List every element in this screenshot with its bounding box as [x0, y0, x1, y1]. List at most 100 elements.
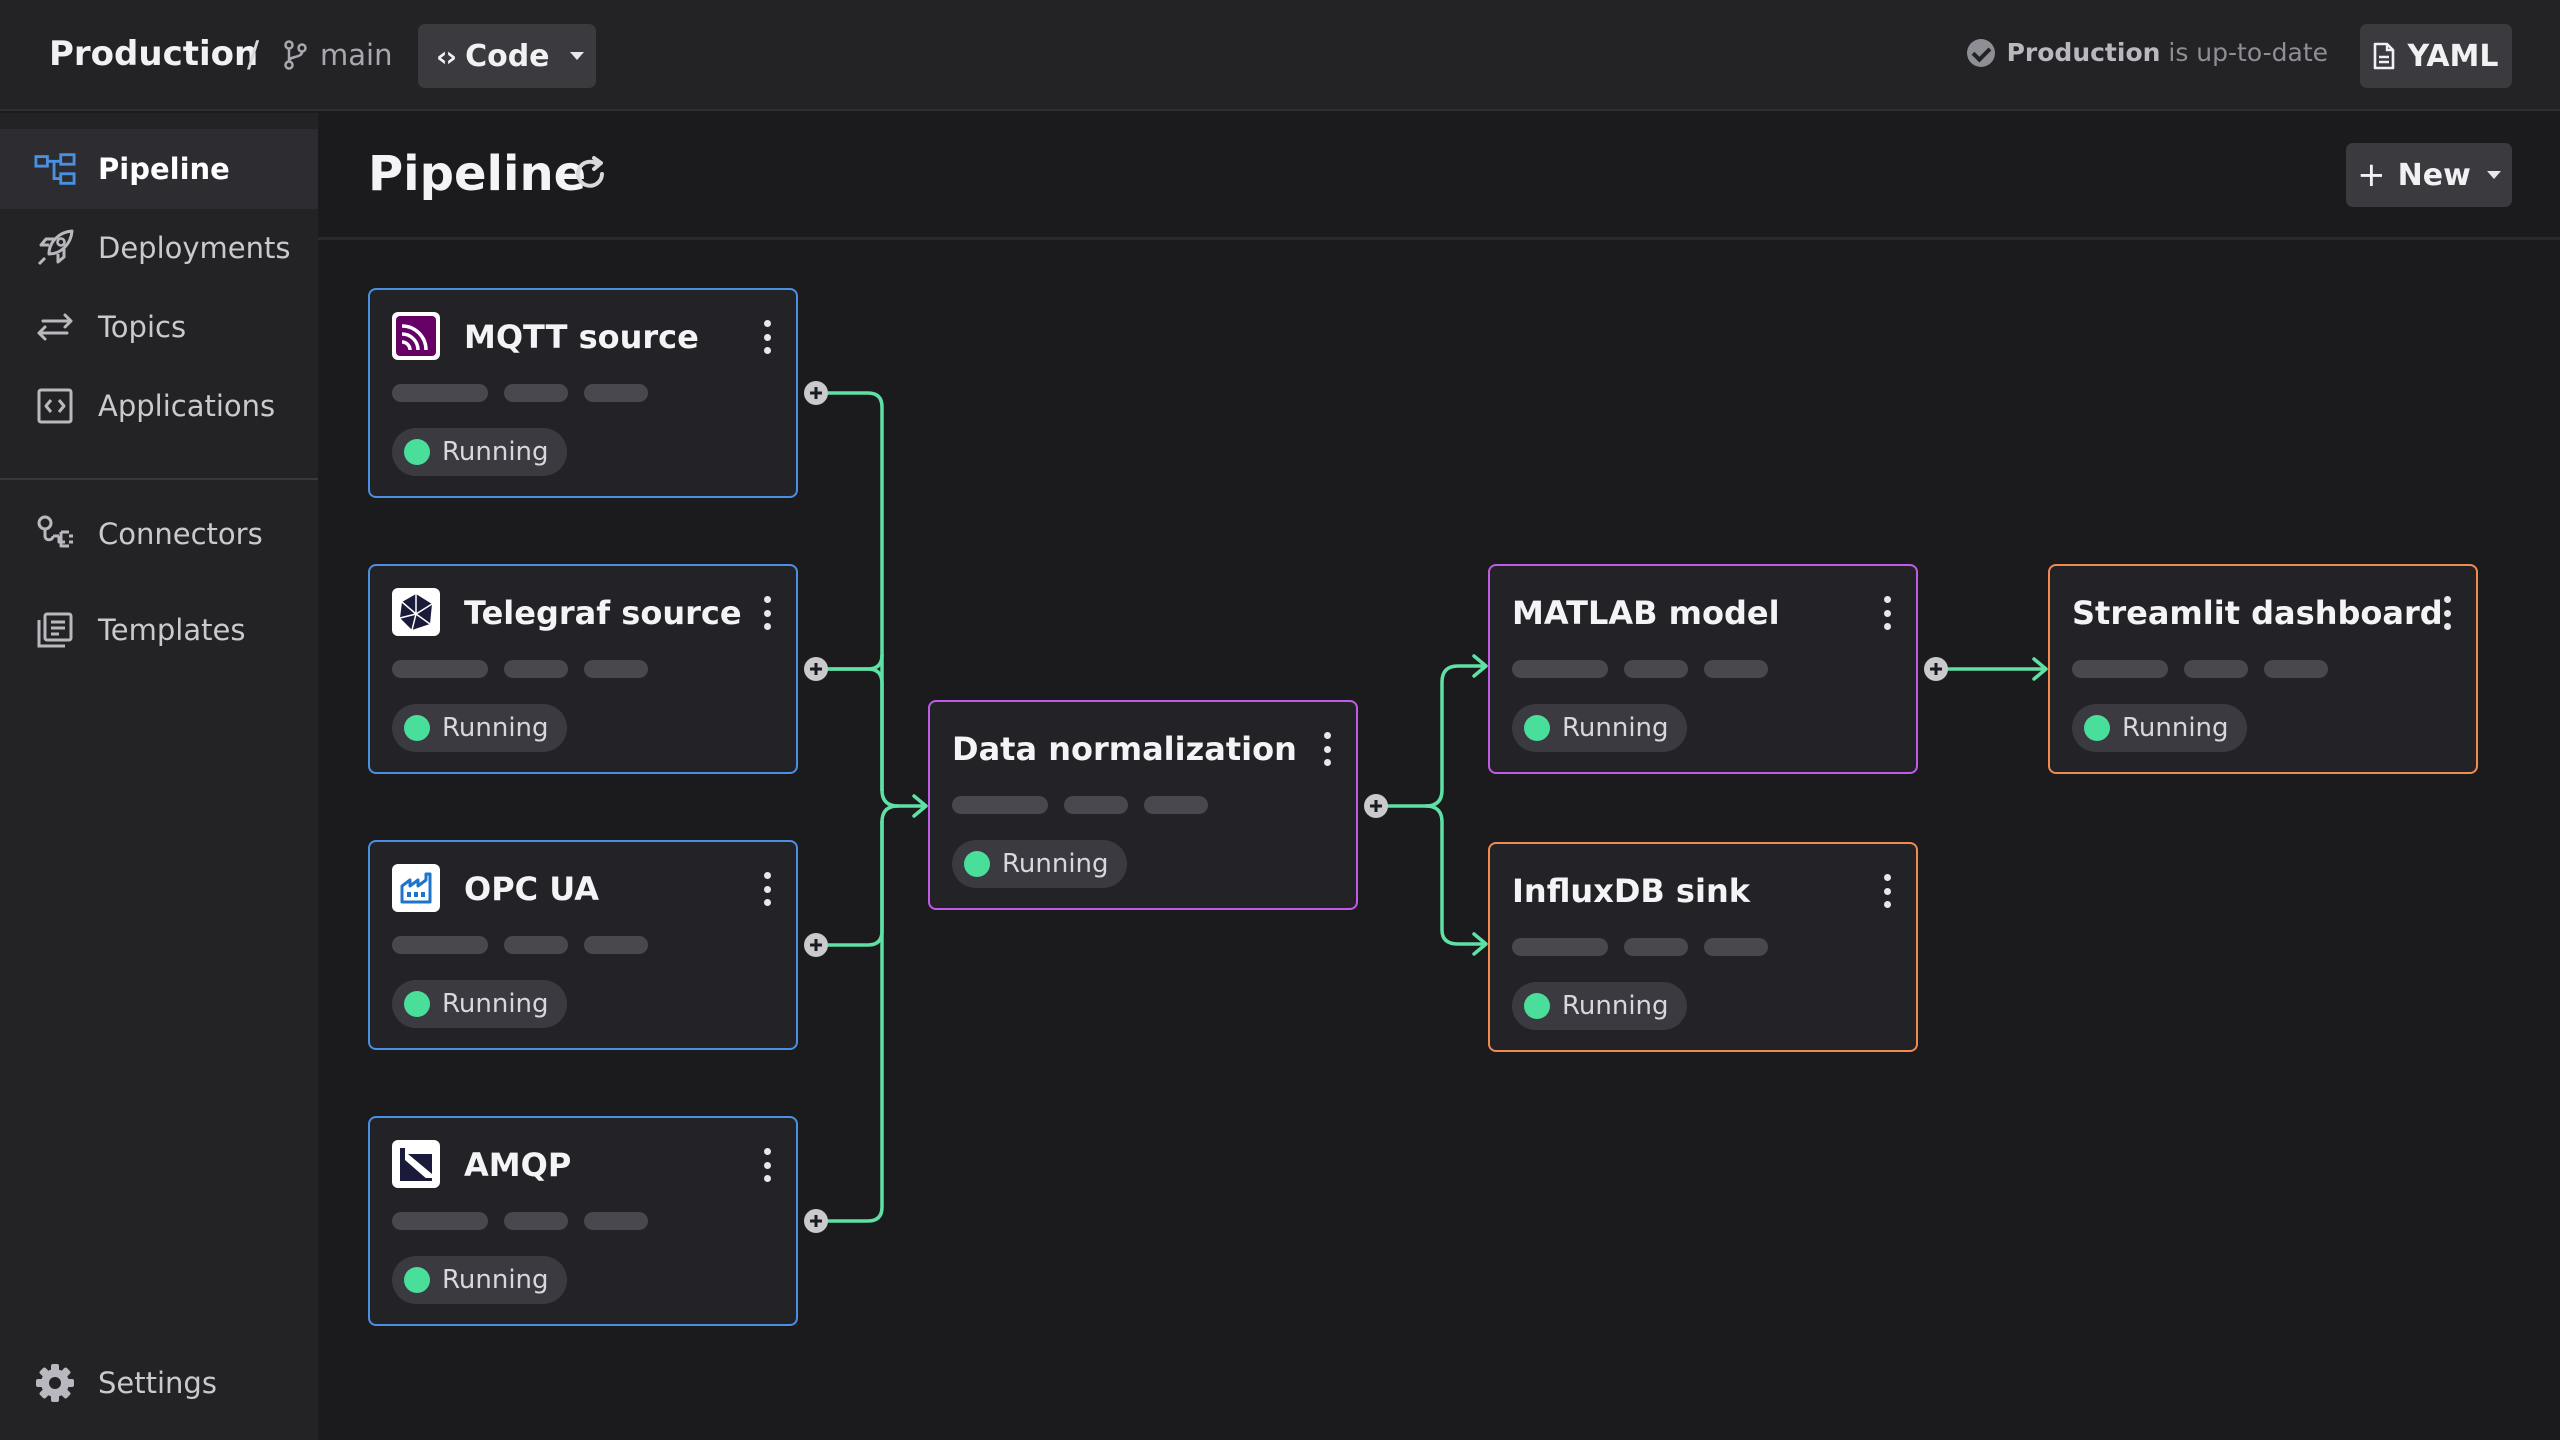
- status-badge: Running: [392, 428, 567, 476]
- running-dot-icon: [964, 851, 990, 877]
- telegraf-logo: [392, 588, 440, 636]
- status-badge: Running: [392, 1256, 567, 1304]
- more-options-icon[interactable]: [2444, 596, 2452, 630]
- rocket-icon: [34, 227, 76, 269]
- breadcrumb-separator: /: [247, 34, 260, 75]
- status-label: Running: [442, 713, 549, 743]
- chevron-down-icon: [569, 52, 584, 60]
- top-bar: Production / main ‹› Code Production is …: [0, 0, 2560, 111]
- header-divider: [318, 237, 2560, 240]
- yaml-button-label: YAML: [2407, 38, 2499, 74]
- node-title: Telegraf source: [464, 594, 742, 632]
- deployment-status: Production is up-to-date: [1966, 38, 2328, 67]
- sidebar-item-label: Settings: [98, 1366, 217, 1400]
- status-label: Running: [1562, 991, 1669, 1021]
- sidebar-item-topics[interactable]: Topics: [0, 287, 318, 367]
- sidebar-item-settings[interactable]: Settings: [0, 1343, 318, 1423]
- status-badge: Running: [2072, 704, 2247, 752]
- placeholder-tags: [1512, 660, 1768, 678]
- status-label: Running: [1562, 713, 1669, 743]
- more-options-icon[interactable]: [764, 320, 772, 354]
- pipeline-icon: [34, 148, 76, 190]
- breadcrumb-project[interactable]: Production: [49, 34, 259, 74]
- status-badge: Running: [1512, 982, 1687, 1030]
- status-text: is up-to-date: [2168, 38, 2328, 67]
- check-circle-icon: [1966, 38, 1995, 67]
- status-label: Running: [442, 989, 549, 1019]
- placeholder-tags: [952, 796, 1208, 814]
- node-streamlit-dashboard[interactable]: Streamlit dashboard Running: [2048, 564, 2478, 774]
- amqp-logo: [392, 1140, 440, 1188]
- branch-name[interactable]: main: [320, 38, 393, 72]
- code-dropdown-button[interactable]: ‹› Code: [418, 24, 596, 88]
- sidebar-item-label: Deployments: [98, 231, 291, 265]
- sidebar-item-label: Topics: [98, 310, 187, 344]
- node-mqtt-source[interactable]: MQTT source Running: [368, 288, 798, 498]
- plug-icon: [34, 513, 76, 555]
- sidebar-item-pipeline[interactable]: Pipeline: [0, 129, 318, 209]
- sidebar-item-connectors[interactable]: Connectors: [0, 494, 318, 574]
- document-icon: [2374, 42, 2395, 70]
- status-badge: Running: [952, 840, 1127, 888]
- node-title: MQTT source: [464, 318, 699, 356]
- node-title: AMQP: [464, 1146, 572, 1184]
- more-options-icon[interactable]: [1324, 732, 1332, 766]
- new-button-label: New: [2397, 157, 2471, 193]
- placeholder-tags: [392, 1212, 648, 1230]
- node-matlab-model[interactable]: MATLAB model Running: [1488, 564, 1918, 774]
- running-dot-icon: [1524, 715, 1550, 741]
- refresh-icon[interactable]: [570, 154, 610, 194]
- status-label: Running: [2122, 713, 2229, 743]
- node-influxdb-sink[interactable]: InfluxDB sink Running: [1488, 842, 1918, 1052]
- status-badge: Running: [1512, 704, 1687, 752]
- status-label: Running: [442, 1265, 549, 1295]
- add-connection-buttons: [804, 381, 1948, 1233]
- chevron-down-icon: [2486, 171, 2501, 179]
- running-dot-icon: [404, 439, 430, 465]
- new-dropdown-button[interactable]: + New: [2346, 143, 2512, 207]
- status-label: Running: [1002, 849, 1109, 879]
- code-button-label: Code: [465, 38, 550, 74]
- more-options-icon[interactable]: [1884, 596, 1892, 630]
- node-title: InfluxDB sink: [1512, 872, 1750, 910]
- mqtt-logo: [392, 312, 440, 360]
- sidebar-item-templates[interactable]: Templates: [0, 590, 318, 670]
- templates-icon: [34, 609, 76, 651]
- sidebar: Pipeline Deployments Topics Applications: [0, 113, 318, 1440]
- yaml-button[interactable]: YAML: [2360, 24, 2512, 88]
- more-options-icon[interactable]: [764, 596, 772, 630]
- opcua-logo: [392, 864, 440, 912]
- status-badge: Running: [392, 704, 567, 752]
- running-dot-icon: [1524, 993, 1550, 1019]
- code-window-icon: [34, 385, 76, 427]
- git-branch-icon: [284, 40, 307, 70]
- node-amqp[interactable]: AMQP Running: [368, 1116, 798, 1326]
- more-options-icon[interactable]: [764, 872, 772, 906]
- gear-icon: [34, 1362, 76, 1404]
- sidebar-item-deployments[interactable]: Deployments: [0, 208, 318, 288]
- node-title: Data normalization: [952, 730, 1297, 768]
- placeholder-tags: [392, 660, 648, 678]
- more-options-icon[interactable]: [764, 1148, 772, 1182]
- running-dot-icon: [404, 715, 430, 741]
- node-telegraf-source[interactable]: Telegraf source Running: [368, 564, 798, 774]
- placeholder-tags: [392, 384, 648, 402]
- plus-icon: +: [2357, 155, 2386, 195]
- placeholder-tags: [1512, 938, 1768, 956]
- node-opc-ua[interactable]: OPC UA Running: [368, 840, 798, 1050]
- code-brackets-icon: ‹›: [436, 39, 457, 73]
- sidebar-item-applications[interactable]: Applications: [0, 366, 318, 446]
- running-dot-icon: [2084, 715, 2110, 741]
- node-title: MATLAB model: [1512, 594, 1780, 632]
- node-data-normalization[interactable]: Data normalization Running: [928, 700, 1358, 910]
- placeholder-tags: [392, 936, 648, 954]
- sidebar-item-label: Connectors: [98, 517, 263, 551]
- status-label: Running: [442, 437, 549, 467]
- node-title: Streamlit dashboard: [2072, 594, 2443, 632]
- page-title: Pipeline: [368, 146, 587, 202]
- sidebar-item-label: Templates: [98, 613, 246, 647]
- more-options-icon[interactable]: [1884, 874, 1892, 908]
- running-dot-icon: [404, 991, 430, 1017]
- placeholder-tags: [2072, 660, 2328, 678]
